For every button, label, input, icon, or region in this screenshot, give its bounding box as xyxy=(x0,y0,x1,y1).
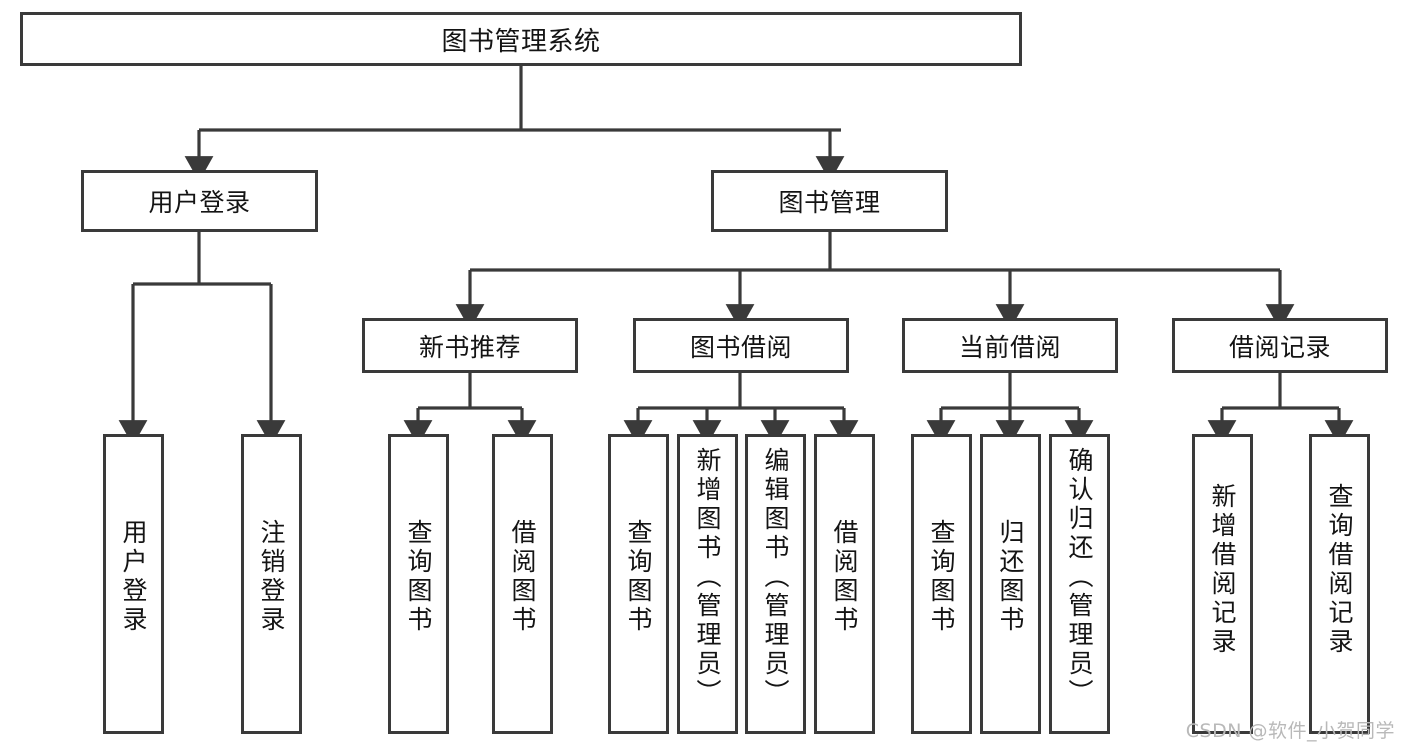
node-root[interactable]: 图书管理系统 xyxy=(20,12,1022,66)
leaf-user-login-logout-label: 注销登录 xyxy=(257,519,286,635)
leaf-new-book-query[interactable]: 查询图书 xyxy=(388,434,449,734)
csdn-watermark: CSDN @软件_小贺同学 xyxy=(1185,720,1395,742)
node-new-book-recommend-label: 新书推荐 xyxy=(418,332,521,362)
node-borrow-records[interactable]: 借阅记录 xyxy=(1172,318,1388,373)
leaf-current-confirm-return-admin[interactable]: 确认归还（管理员） xyxy=(1049,434,1110,734)
leaf-new-book-query-label: 查询图书 xyxy=(404,519,433,635)
leaf-borrow-borrow-book-label: 借阅图书 xyxy=(830,519,859,635)
leaf-records-add-record-label: 新增借阅记录 xyxy=(1208,483,1237,657)
leaf-current-return-book[interactable]: 归还图书 xyxy=(980,434,1041,734)
node-book-borrow-label: 图书借阅 xyxy=(689,332,792,362)
leaf-current-confirm-return-admin-label: 确认归还（管理员） xyxy=(1065,447,1094,708)
leaf-borrow-add-book-admin-label: 新增图书（管理员） xyxy=(693,447,722,708)
node-user-login-label: 用户登录 xyxy=(148,188,251,217)
leaf-current-return-book-label: 归还图书 xyxy=(996,519,1025,635)
leaf-current-query-book[interactable]: 查询图书 xyxy=(911,434,972,734)
node-book-management[interactable]: 图书管理 xyxy=(711,170,948,232)
leaf-records-add-record[interactable]: 新增借阅记录 xyxy=(1192,434,1253,734)
leaf-new-book-borrow[interactable]: 借阅图书 xyxy=(492,434,553,734)
leaf-user-login-logout[interactable]: 注销登录 xyxy=(241,434,302,734)
leaf-borrow-add-book-admin[interactable]: 新增图书（管理员） xyxy=(677,434,738,734)
node-user-login[interactable]: 用户登录 xyxy=(81,170,318,232)
leaf-borrow-edit-book-admin-label: 编辑图书（管理员） xyxy=(761,447,790,708)
node-root-label: 图书管理系统 xyxy=(441,26,601,57)
leaf-borrow-query-book-label: 查询图书 xyxy=(624,519,653,635)
node-current-borrow[interactable]: 当前借阅 xyxy=(902,318,1118,373)
node-book-borrow[interactable]: 图书借阅 xyxy=(633,318,849,373)
leaf-borrow-edit-book-admin[interactable]: 编辑图书（管理员） xyxy=(745,434,806,734)
node-new-book-recommend[interactable]: 新书推荐 xyxy=(362,318,578,373)
leaf-user-login-login[interactable]: 用户登录 xyxy=(103,434,164,734)
leaf-records-query-record[interactable]: 查询借阅记录 xyxy=(1309,434,1370,734)
leaf-new-book-borrow-label: 借阅图书 xyxy=(508,519,537,635)
leaf-borrow-borrow-book[interactable]: 借阅图书 xyxy=(814,434,875,734)
leaf-current-query-book-label: 查询图书 xyxy=(927,519,956,635)
node-current-borrow-label: 当前借阅 xyxy=(958,332,1061,362)
leaf-borrow-query-book[interactable]: 查询图书 xyxy=(608,434,669,734)
node-book-management-label: 图书管理 xyxy=(778,188,881,217)
leaf-records-query-record-label: 查询借阅记录 xyxy=(1325,483,1354,657)
leaf-user-login-login-label: 用户登录 xyxy=(119,519,148,635)
node-borrow-records-label: 借阅记录 xyxy=(1228,332,1331,362)
